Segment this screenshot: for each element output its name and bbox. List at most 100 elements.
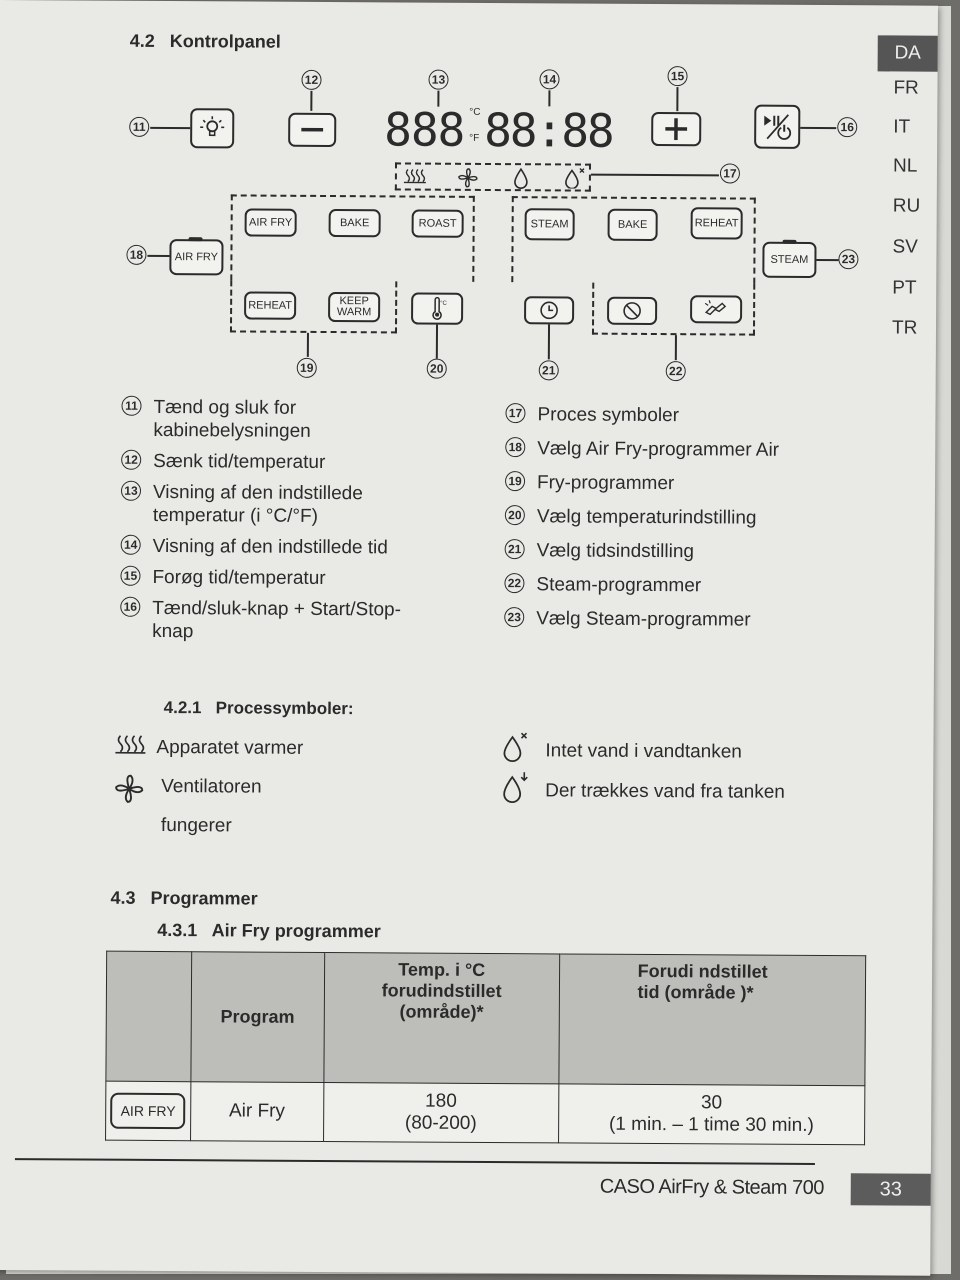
air-fry-program-button[interactable]: AIR FRY	[244, 208, 297, 237]
power-play-pause-icon	[764, 114, 792, 140]
steam-reheat-program-button[interactable]: REHEAT	[690, 207, 743, 240]
reheat-program-button[interactable]: REHEAT	[244, 291, 297, 320]
steam-select-label: STEAM	[770, 253, 809, 266]
table-cell-temp: 180 (80-200)	[323, 1082, 559, 1143]
temperature-button[interactable]: °C	[411, 292, 464, 325]
footer-product-name: CASO AirFry & Steam 700	[599, 1175, 824, 1200]
time-button[interactable]	[524, 296, 575, 325]
legend-text: Vælg Air Fry-programmer Air	[537, 438, 780, 461]
legend-text: Vælg temperaturindstilling	[536, 506, 757, 529]
language-tab-fr[interactable]: FR	[893, 77, 919, 99]
legend-text: Tænd og sluk for kabinebelysningen	[153, 396, 311, 442]
section-number: 4.2	[129, 30, 155, 51]
lightbulb-icon	[200, 116, 225, 137]
legend-number: 18	[505, 437, 526, 458]
callout-15: 15	[667, 66, 688, 87]
manual-page: 4.2 Kontrolpanel DA FR IT NL RU SV PT TR…	[0, 0, 938, 1276]
callout-18: 18	[126, 244, 147, 265]
heating-icon	[115, 735, 146, 754]
leader-line-11	[150, 126, 191, 130]
subsection-title: Processymboler:	[215, 698, 354, 719]
leader-line-22	[674, 335, 677, 361]
thermometer-icon: °C	[432, 296, 447, 320]
bake-program-button[interactable]: BAKE	[328, 209, 381, 238]
process-drawing-water-label: Der trækkes vand fra tanken	[545, 780, 785, 803]
temp-range: (80-200)	[404, 1112, 477, 1134]
callout-11: 11	[129, 116, 150, 137]
minus-button[interactable]	[288, 112, 337, 148]
process-fan-label-line1: Ventilatoren	[161, 775, 262, 798]
fan-icon	[115, 774, 144, 803]
time-display: 88:88	[484, 102, 613, 158]
time-default: 30	[700, 1092, 723, 1114]
light-button[interactable]	[190, 108, 235, 149]
section-title: Programmer	[150, 887, 258, 909]
callout-23: 23	[838, 249, 859, 270]
legend-item: 22 Steam-programmer	[504, 573, 844, 598]
legend-number: 11	[121, 395, 142, 416]
legend-number: 22	[504, 573, 525, 594]
legend-number: 23	[504, 607, 525, 628]
language-tab-ru[interactable]: RU	[892, 195, 921, 217]
leader-line-21	[547, 324, 551, 360]
air-fry-indicator-led	[188, 237, 203, 242]
language-tab-pt[interactable]: PT	[892, 277, 917, 299]
legend-text: Tænd/sluk-knap + Start/Stop-knap	[152, 597, 402, 643]
callout-13: 13	[428, 69, 449, 90]
keep-warm-program-button[interactable]: KEEP WARM	[328, 292, 381, 323]
legend-text: Proces symboler	[537, 404, 680, 427]
language-tab-sv[interactable]: SV	[892, 236, 918, 258]
process-heating-label: Apparatet varmer	[156, 736, 304, 759]
steam-reheat-label: REHEAT	[694, 216, 739, 230]
legend-number: 12	[121, 449, 142, 470]
callout-19: 19	[296, 357, 317, 378]
leader-line-23	[816, 258, 839, 262]
language-tab-tr[interactable]: TR	[891, 317, 918, 339]
legend-number: 20	[504, 505, 525, 526]
table-header-row: Program Temp. i °C forudindstillet (områ…	[105, 951, 866, 1086]
legend-number: 14	[120, 534, 141, 555]
leader-line-18	[147, 254, 170, 258]
water-drop-x-icon	[565, 168, 585, 189]
legend-number: 13	[120, 480, 142, 501]
section-number: 4.3	[110, 887, 136, 908]
fan-icon	[458, 168, 478, 188]
air-fry-select-button[interactable]: AIR FRY	[169, 239, 224, 276]
roast-program-button[interactable]: ROAST	[411, 209, 464, 238]
footer-rule	[14, 1158, 815, 1165]
legend-text: Vælg Steam-programmer	[536, 608, 751, 631]
legend-text: Forøg tid/temperatur	[152, 566, 326, 589]
plus-button[interactable]	[651, 111, 702, 147]
table-cell-badge: AIR FRY	[105, 1081, 191, 1141]
steam-bake-program-button[interactable]: BAKE	[607, 208, 658, 242]
process-no-water-label: Intet vand i vandtanken	[545, 740, 742, 763]
leader-line-17	[590, 173, 719, 177]
table-row: AIR FRY Air Fry 180 (80-200) 30 (1 min. …	[105, 1081, 865, 1145]
leader-line-19	[306, 332, 309, 357]
air-fry-program-table: Program Temp. i °C forudindstillet (områ…	[105, 951, 866, 1146]
process-fan-label-line2: fungerer	[160, 814, 232, 837]
legend-item: 20 Vælg temperaturindstilling	[504, 505, 845, 530]
clean-button[interactable]	[690, 295, 743, 324]
steam-select-button[interactable]: STEAM	[762, 241, 817, 278]
legend-item: 11 Tænd og sluk for kabinebelysningen	[121, 395, 461, 444]
steam-program-button[interactable]: STEAM	[524, 208, 575, 241]
language-tab-it[interactable]: IT	[893, 116, 911, 138]
power-start-stop-button[interactable]	[754, 104, 801, 149]
descale-button[interactable]	[607, 296, 658, 326]
water-drop-x-icon	[503, 732, 528, 762]
callout-14: 14	[539, 69, 560, 90]
callout-12: 12	[301, 69, 322, 90]
steam-indicator-led	[782, 239, 797, 244]
language-tab-nl[interactable]: NL	[892, 155, 918, 177]
language-tab-active[interactable]: DA	[877, 35, 938, 72]
legend-text: Steam-programmer	[536, 574, 702, 597]
air-fry-select-label: AIR FRY	[174, 250, 219, 263]
